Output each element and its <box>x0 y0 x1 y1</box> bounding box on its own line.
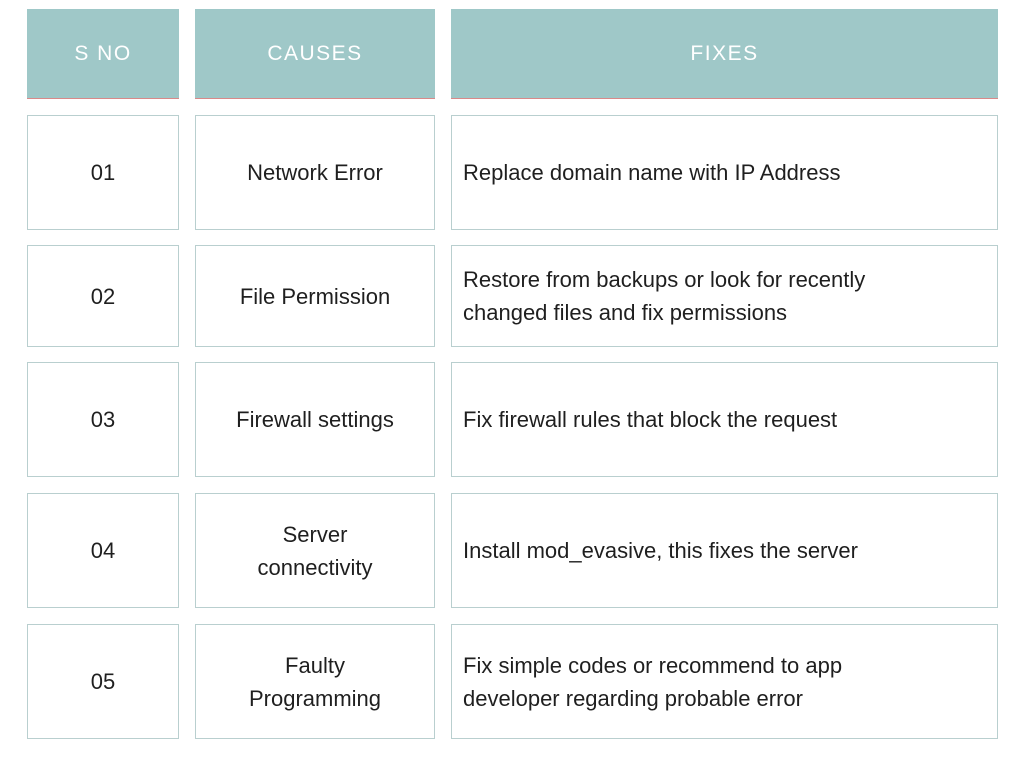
row-5-fix: Fix simple codes or recommend to app dev… <box>451 624 998 739</box>
row-1-fix: Replace domain name with IP Address <box>451 115 998 230</box>
row-1-cause: Network Error <box>195 115 435 230</box>
header-fixes: FIXES <box>451 9 998 99</box>
header-causes: CAUSES <box>195 9 435 99</box>
row-5-sno: 05 <box>27 624 179 739</box>
row-3-cause: Firewall settings <box>195 362 435 477</box>
row-4-cause: Server connectivity <box>195 493 435 608</box>
row-4-fix: Install mod_evasive, this fixes the serv… <box>451 493 998 608</box>
row-3-sno: 03 <box>27 362 179 477</box>
header-sno: S NO <box>27 9 179 99</box>
row-5-cause: Faulty Programming <box>195 624 435 739</box>
row-2-sno: 02 <box>27 245 179 347</box>
row-4-sno: 04 <box>27 493 179 608</box>
row-2-cause: File Permission <box>195 245 435 347</box>
row-2-fix: Restore from backups or look for recentl… <box>451 245 998 347</box>
row-1-sno: 01 <box>27 115 179 230</box>
row-3-fix: Fix firewall rules that block the reques… <box>451 362 998 477</box>
